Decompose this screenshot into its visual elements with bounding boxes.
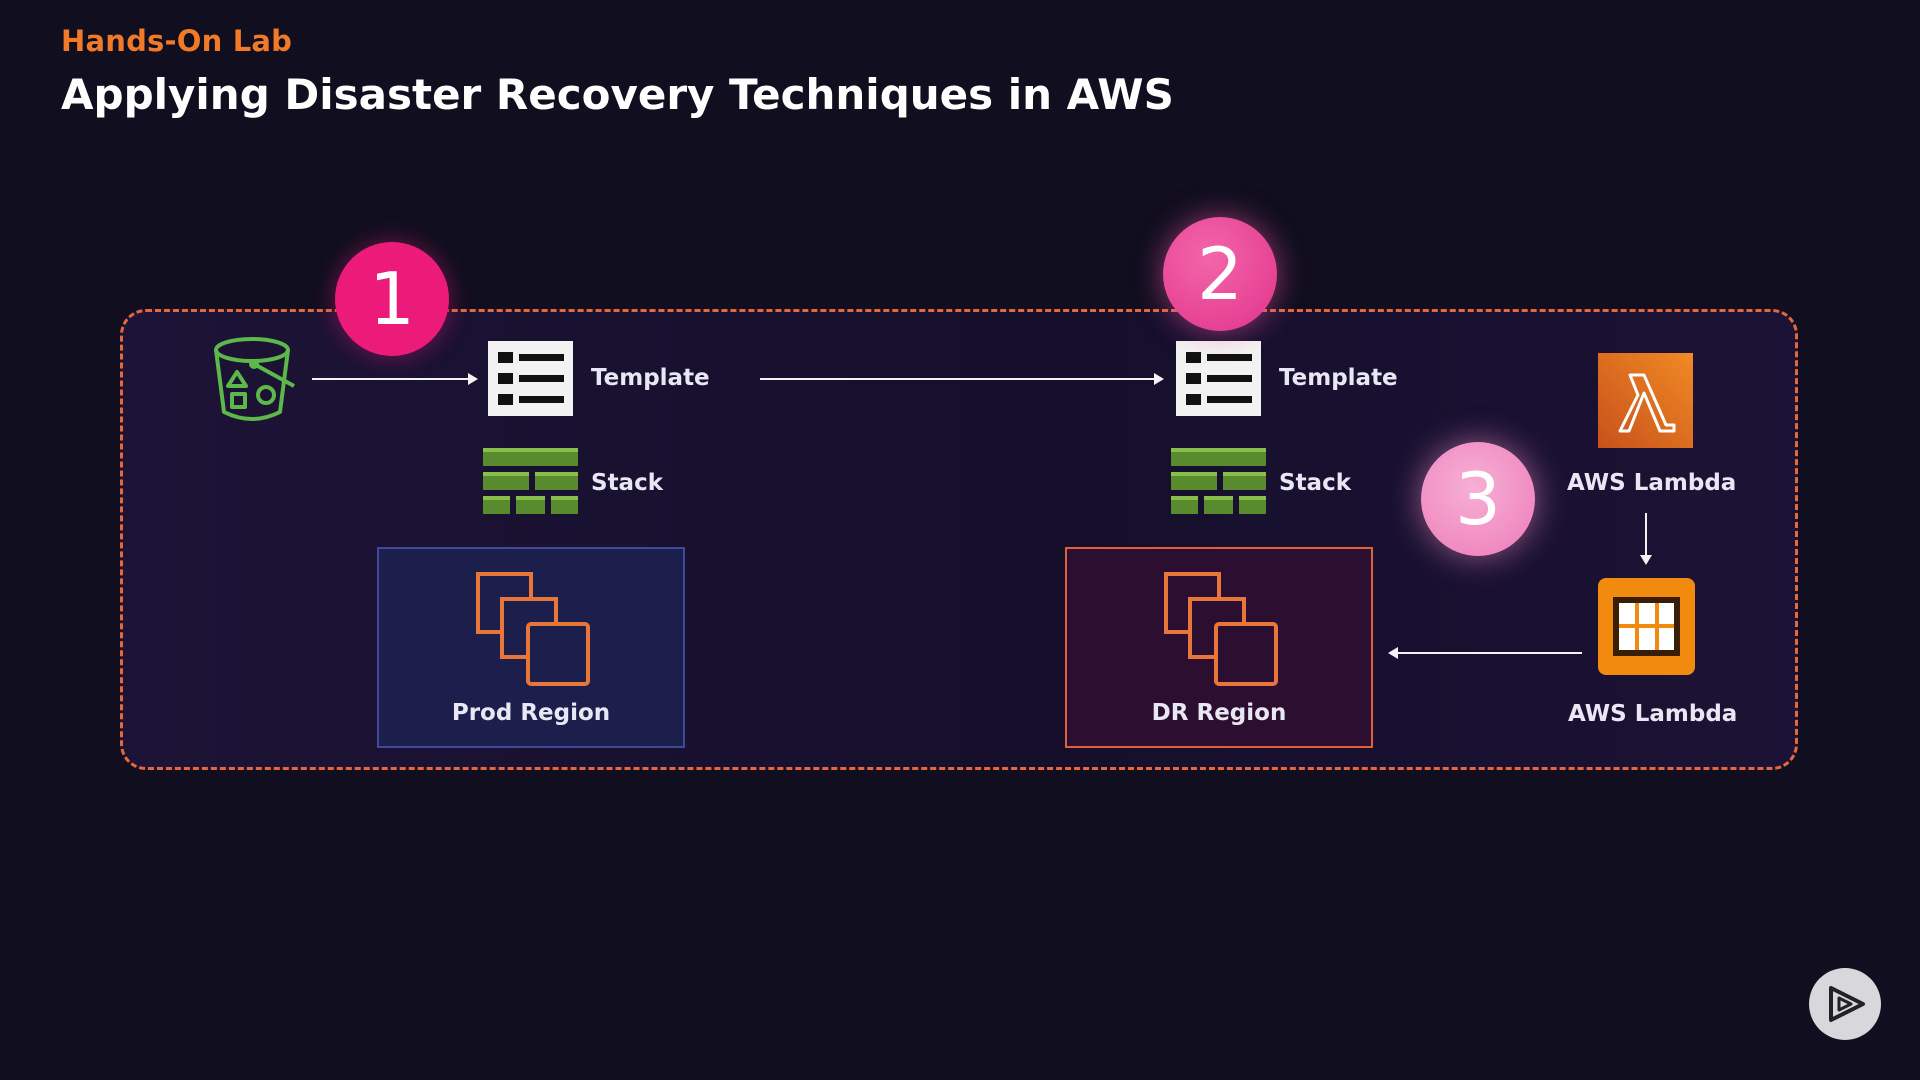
dr-region-box: DR Region xyxy=(1065,547,1373,748)
arrow-template-to-template xyxy=(760,373,1164,385)
ec2-instances-icon-dr xyxy=(1164,572,1278,686)
arrow-bucket-to-template xyxy=(312,373,478,385)
template-label-right: Template xyxy=(1279,365,1398,391)
lambda-grid-icon xyxy=(1598,578,1695,675)
kicker-label: Hands-On Lab xyxy=(61,24,293,58)
s3-bucket-icon xyxy=(214,337,295,421)
arrow-lambda-to-dr xyxy=(1388,647,1582,659)
stack-label-left: Stack xyxy=(591,470,664,496)
step-badge-3: 3 xyxy=(1421,442,1535,556)
stack-icon xyxy=(483,448,578,514)
arrow-lambda-to-lambda xyxy=(1640,513,1652,565)
stack-icon-right xyxy=(1171,448,1266,514)
ec2-instances-icon xyxy=(476,572,590,686)
step-badge-1: 1 xyxy=(335,242,449,356)
play-icon xyxy=(1829,986,1865,1022)
play-button[interactable] xyxy=(1809,968,1881,1040)
template-label-left: Template xyxy=(591,365,710,391)
prod-region-label: Prod Region xyxy=(451,700,611,726)
page-title: Applying Disaster Recovery Techniques in… xyxy=(61,70,1174,119)
step-badge-2: 2 xyxy=(1163,217,1277,331)
template-icon xyxy=(488,341,573,416)
template-icon-right xyxy=(1176,341,1261,416)
lambda-icon xyxy=(1598,353,1693,448)
dr-region-label: DR Region xyxy=(1151,700,1287,726)
lambda-label-top: AWS Lambda xyxy=(1567,470,1737,496)
stack-label-right: Stack xyxy=(1279,470,1352,496)
prod-region-box: Prod Region xyxy=(377,547,685,748)
lambda-label-bottom: AWS Lambda xyxy=(1568,701,1738,727)
